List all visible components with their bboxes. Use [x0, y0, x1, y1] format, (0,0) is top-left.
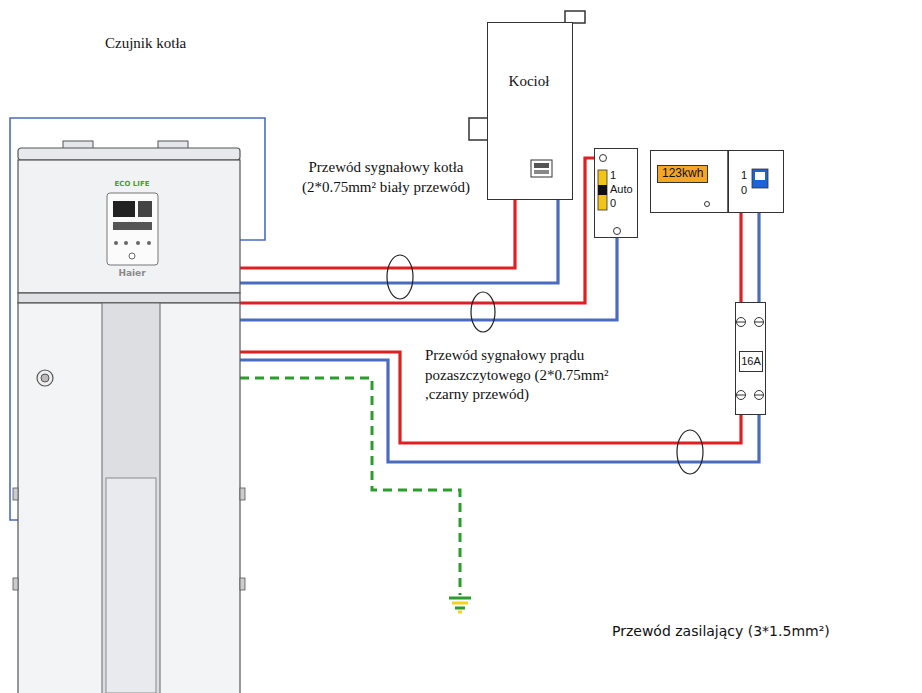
brand-logo: ECO LIFE: [92, 180, 172, 188]
cable-connector: [741, 213, 759, 302]
wire: [240, 200, 558, 283]
cable-connector: [240, 200, 558, 283]
switch-position: 1: [610, 169, 616, 182]
breaker-position: 0: [741, 184, 747, 197]
meter-details: [705, 150, 729, 213]
brand-name: Haier: [92, 268, 172, 278]
wire: [240, 238, 617, 320]
breaker-position: 1: [741, 169, 747, 182]
energy-meter: 123kwh: [650, 150, 729, 213]
circuit-breaker-16a: 16A: [735, 302, 766, 415]
heat-pump-shape: [18, 148, 240, 693]
main-breaker: 10: [728, 150, 784, 213]
switch-position: Auto: [610, 183, 635, 196]
mode-switch: 1Auto0: [594, 148, 638, 238]
switch-details: [598, 155, 621, 235]
switch-position: 0: [610, 197, 616, 210]
cable-label: Przewód sygnałowy prądu pozaszczytowego …: [425, 346, 631, 405]
heat-pump: ECO LIFE Haier: [18, 148, 240, 693]
cable-label: Przewód zasilający (3*1.5mm²): [612, 622, 852, 640]
breaker-toggle: [752, 169, 768, 188]
wire: [240, 200, 515, 268]
cable-marks: [387, 255, 703, 474]
boiler-box: Kocioł: [487, 22, 573, 200]
earth-symbol: [449, 598, 471, 612]
wire: [757, 213, 760, 302]
boiler-display: [531, 160, 552, 177]
mcb-terminals: [737, 318, 764, 400]
earth-wire: [240, 378, 460, 595]
meter-reading: 123kwh: [657, 165, 708, 183]
breaker-rating: 16A: [739, 351, 763, 372]
cable-label: Przewód sygnałowy kotła (2*0.75mm² biały…: [288, 158, 484, 197]
boiler-label: Kocioł: [488, 73, 570, 90]
sensor-label: Czujnik kotła: [105, 34, 245, 54]
wire: [739, 213, 742, 302]
